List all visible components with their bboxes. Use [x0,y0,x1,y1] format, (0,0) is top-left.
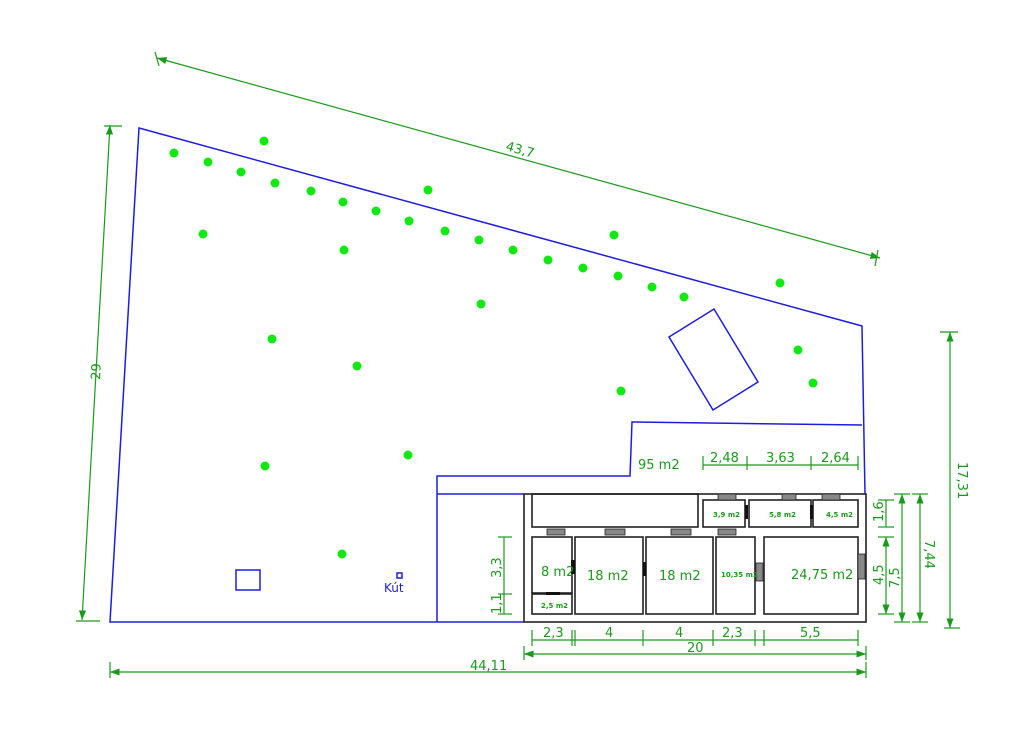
dim-bottom-seg: 4 [675,626,683,641]
wall-element [745,505,748,519]
house: 8 m2 2,5 m2 18 m2 18 m2 10,35 m2 24,75 m… [523,493,867,623]
room-area: 18 m2 [659,569,701,584]
wall-element [810,505,813,519]
dim-top-seg: 2,64 [821,451,850,466]
tree-marker [808,378,818,388]
wall-element [717,528,737,536]
tree-marker [267,334,277,344]
tree-marker [775,278,785,288]
tree-marker [371,206,381,216]
wall-element [717,493,737,501]
wall-element [546,528,566,536]
dimension-line [874,249,879,267]
tree-marker [543,255,553,265]
dim-top-seg: 3,63 [766,451,795,466]
room-area: 4,5 m2 [826,511,853,519]
dim-building-width: 20 [687,641,704,656]
tree-marker [270,178,280,188]
room-area: 2,5 m2 [541,602,568,610]
dim-bottom-seg: 4 [605,626,613,641]
small-structure [235,569,261,591]
wall-element [857,553,866,580]
wall-element [781,493,797,501]
tree-marker [404,216,414,226]
tree-marker [647,282,657,292]
tree-marker [236,167,246,177]
dim-side-a: 3,3 [490,557,505,578]
dim-right-total: 17,31 [954,462,969,499]
room-area: 8 m2 [541,565,574,580]
tree-marker [260,461,270,471]
room-area: 10,35 m2 [721,571,758,579]
tree-marker [423,185,433,195]
wall-element [604,528,626,536]
tree-marker [198,229,208,239]
tree-marker [352,361,362,371]
dim-side-b: 1,1 [490,593,505,614]
dim-small-depth: 1,6 [872,501,887,522]
dim-left-edge: 29 [89,363,105,380]
dimensions: 43,7 29 17,31 7,44 7,5 4,5 1,6 3,3 1,1 2… [76,51,969,678]
dim-depth-b: 7,5 [888,567,903,588]
dim-bottom-seg: 2,3 [722,626,743,641]
well-label: Kút [384,581,404,595]
wall-element [715,536,756,615]
tree-marker [403,450,413,460]
tree-marker [339,245,349,255]
wall-element [531,493,699,528]
dim-bottom-seg: 5,5 [800,626,821,641]
tree-marker [616,386,626,396]
wall-element [643,562,646,576]
dim-bottom-seg: 2,3 [543,626,564,641]
yard-area: 95 m2 [638,458,680,473]
tree-marker [338,197,348,207]
dimension-line [154,51,160,67]
dimension-line [78,124,114,621]
dim-bottom-total: 44,11 [470,659,507,674]
room-area: 18 m2 [587,569,629,584]
wall-element [821,493,841,501]
tree-marker [203,157,213,167]
tree-marker [306,186,316,196]
tree-marker [613,271,623,281]
tree-marker [508,245,518,255]
site-boundary: Kút [109,127,866,623]
tree-marker [578,263,588,273]
tree-marker [793,345,803,355]
room-area: 5,8 m2 [769,511,796,519]
tree-marker [337,549,347,559]
dim-depth-a: 7,44 [921,540,936,569]
wall-element [755,562,764,582]
wall-element [546,592,560,595]
tree-marker [609,230,619,240]
dim-top-seg: 2,48 [710,451,739,466]
dimension-line [156,57,881,259]
wall-element [571,560,575,574]
dim-top-edge: 43,7 [504,139,536,161]
well-marker [396,572,403,579]
tree-marker [259,136,269,146]
outbuilding [667,307,760,412]
room-area: 24,75 m2 [791,568,853,583]
tree-marker [679,292,689,302]
tree-marker [474,235,484,245]
wall-element [670,528,692,536]
tree-marker [440,226,450,236]
room-area: 3,9 m2 [713,511,740,519]
tree-marker [476,299,486,309]
tree-marker [169,148,179,158]
dim-room-depth: 4,5 [872,564,887,585]
